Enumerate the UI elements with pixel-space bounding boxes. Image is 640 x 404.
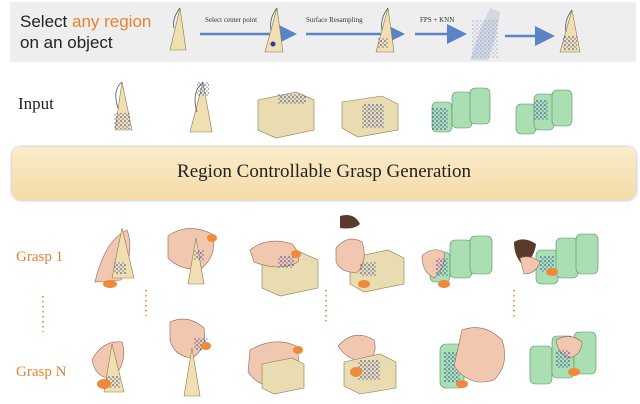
input-cone-1	[114, 81, 133, 131]
pipeline-cone-1	[169, 7, 187, 51]
pipeline-banner	[10, 2, 636, 62]
input-label: Input	[18, 94, 54, 113]
method-banner-title: Region Controllable Grasp Generation	[177, 161, 471, 182]
input-box-2	[341, 95, 399, 138]
grasp-n-label: Grasp N	[16, 364, 67, 380]
pipeline-point-cloud	[470, 8, 500, 60]
graspn-bottles-2	[529, 331, 597, 385]
method-banner	[12, 147, 636, 200]
graspn-cone-1	[91, 341, 125, 393]
grasp1-cone-2	[167, 228, 217, 285]
grasp1-bottles-2	[514, 233, 599, 285]
graspn-box-1	[247, 341, 305, 395]
grasp1-box-1	[249, 240, 319, 297]
input-cone-2	[189, 81, 213, 133]
step-label-surface-resampling: Surface Resampling	[306, 16, 363, 24]
step-label-select-center: Select center point	[205, 16, 258, 24]
grasp1-cone-1	[94, 227, 135, 288]
input-box-1	[257, 91, 315, 139]
pipeline-cone-3	[375, 7, 395, 53]
ellipsis-dots	[42, 290, 515, 332]
graspn-bottles-1	[439, 327, 505, 389]
grasp-1-label: Grasp 1	[16, 249, 64, 265]
select-text-line1: Select any region	[20, 12, 151, 32]
select-prefix: Select	[20, 12, 72, 31]
pipeline-cone-result	[559, 9, 581, 53]
select-highlight: any region	[71, 12, 152, 31]
step-label-fps-knn: FPS + KNN	[420, 16, 455, 24]
input-bottles-1	[431, 87, 491, 133]
pipeline-cone-2	[264, 7, 284, 53]
graspn-box-2	[337, 334, 397, 395]
graspn-cone-2	[169, 318, 211, 397]
input-bottles-2	[515, 89, 573, 135]
grasp1-box-2	[335, 215, 405, 293]
grasp1-bottles-1	[421, 235, 493, 288]
select-text-line2: on an object	[20, 33, 113, 52]
